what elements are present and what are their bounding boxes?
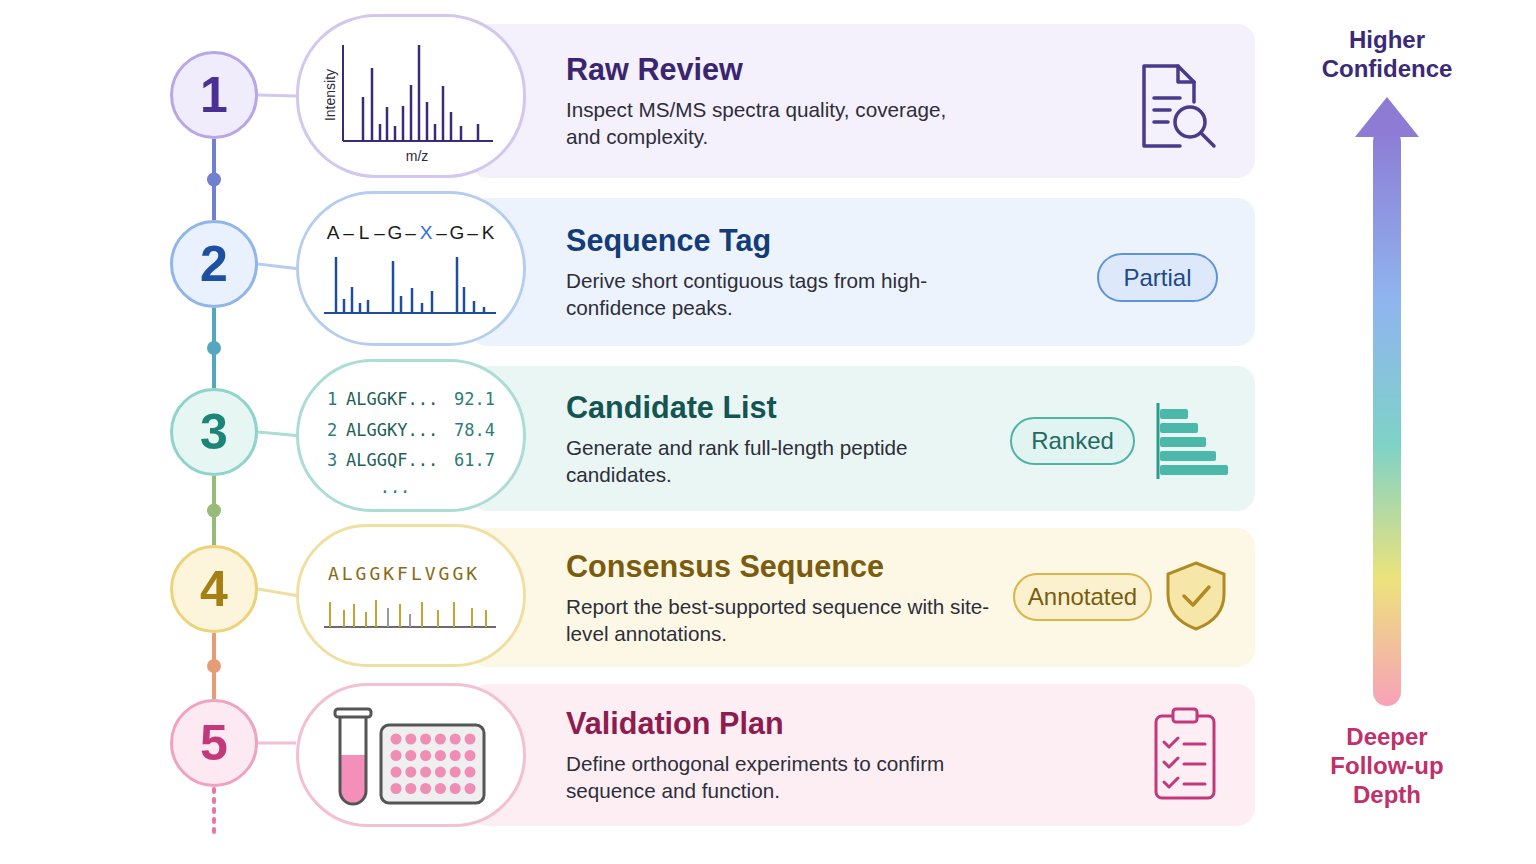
axis-label: Higher Confidence — [1307, 25, 1467, 83]
confidence-arrow — [1355, 97, 1419, 706]
illustration-text: m/z — [406, 149, 429, 163]
card-text: Validation PlanDefine orthogonal experim… — [566, 684, 986, 826]
step-number: 3 — [170, 388, 258, 476]
illustration-text: – — [436, 223, 447, 242]
illustration-text: ... — [380, 479, 411, 496]
illustration-text: 1 — [327, 391, 337, 408]
step-number: 2 — [170, 220, 258, 308]
connector-dot — [207, 504, 221, 518]
illustration-text: 92.1 — [454, 391, 495, 408]
step-number-text: 4 — [200, 560, 228, 618]
card-text: Consensus SequenceReport the best-suppor… — [566, 528, 996, 667]
illustration-text: – — [374, 223, 385, 242]
illustration-text: G — [450, 223, 465, 242]
card-text: Raw ReviewInspect MS/MS spectra quality,… — [566, 24, 986, 178]
step-title: Raw Review — [566, 51, 986, 88]
connector-dot — [207, 659, 221, 673]
step-connector — [258, 264, 296, 269]
illustration-text: – — [467, 223, 478, 242]
illustration-text: ALGGKY... — [346, 421, 438, 438]
badge-text: Annotated — [1028, 583, 1137, 611]
step-number-text: 5 — [200, 714, 228, 772]
badge-text: Ranked — [1031, 427, 1114, 455]
spectrum-illustration — [296, 524, 526, 667]
connector-dot — [207, 173, 221, 187]
illustration-text: 2 — [327, 421, 337, 438]
step-card: Sequence TagDerive short contiguous tags… — [470, 198, 1255, 346]
illustration-text: ALGGQF... — [346, 452, 438, 469]
step-title: Validation Plan — [566, 705, 986, 742]
illustration-panel: 1 ALGGKF... 92.1 2 ALGGKY... 78.4 3 ALGGQF... 61… — [296, 359, 526, 512]
row-connector — [258, 742, 296, 745]
illustration-text: Intensity — [323, 69, 337, 121]
step-icon — [1164, 560, 1228, 632]
step-description: Define orthogonal experiments to confirm… — [566, 750, 986, 805]
step-description: Inspect MS/MS spectra quality, coverage,… — [566, 96, 986, 151]
illustration-text: G — [388, 223, 403, 242]
step-icon — [1140, 62, 1220, 154]
illustration-text: – — [405, 223, 416, 242]
illustration-text: 3 — [327, 452, 337, 469]
step-number-text: 2 — [200, 235, 228, 293]
card-text: Candidate ListGenerate and rank full-len… — [566, 366, 966, 511]
connector-dot — [207, 341, 221, 355]
illustration-text: K — [482, 223, 495, 242]
illustration-text: – — [343, 223, 354, 242]
step-card: Candidate ListGenerate and rank full-len… — [470, 366, 1255, 511]
step-card: Consensus SequenceReport the best-suppor… — [470, 528, 1255, 667]
continuation-line — [212, 789, 216, 836]
illustration-text: ALGGKFLVGGK — [328, 565, 480, 583]
step-title: Consensus Sequence — [566, 548, 996, 585]
step-icon — [1155, 403, 1231, 481]
step-title: Sequence Tag — [566, 222, 936, 259]
step-number: 1 — [170, 51, 258, 139]
step-number-text: 1 — [200, 66, 228, 124]
illustration-text: 78.4 — [454, 421, 495, 438]
illustration-text: L — [359, 223, 370, 242]
step-icon — [1152, 706, 1220, 802]
step-title: Candidate List — [566, 389, 966, 426]
status-badge: Annotated — [1013, 573, 1152, 621]
step-connector — [258, 589, 296, 596]
step-number: 4 — [170, 545, 258, 633]
status-badge: Partial — [1097, 253, 1218, 302]
illustration-text: X — [420, 223, 433, 242]
axis-label: Deeper Follow-up Depth — [1317, 722, 1457, 809]
validation-illustration — [296, 683, 526, 827]
step-card: Raw ReviewInspect MS/MS spectra quality,… — [470, 24, 1255, 178]
lab-illustration — [296, 683, 526, 827]
step-description: Generate and rank full-length peptide ca… — [566, 434, 966, 489]
step-number: 5 — [170, 699, 258, 787]
step-connector — [258, 432, 296, 436]
card-text: Sequence TagDerive short contiguous tags… — [566, 198, 936, 346]
illustration-text: A — [327, 223, 340, 242]
status-badge: Ranked — [1010, 417, 1135, 465]
badge-text: Partial — [1123, 264, 1191, 292]
illustration-text: 61.7 — [454, 452, 495, 469]
step-description: Report the best-supported sequence with … — [566, 593, 996, 648]
step-number-text: 3 — [200, 403, 228, 461]
spectrum-illustration — [296, 191, 526, 346]
step-card: Validation PlanDefine orthogonal experim… — [470, 684, 1255, 826]
illustration-panel: Intensity m/z — [296, 14, 526, 178]
step-connector — [258, 95, 296, 96]
illustration-text: ALGGKF... — [346, 391, 438, 408]
illustration-panel: A–L–G–X–G–K — [296, 191, 526, 346]
step-description: Derive short contiguous tags from high-c… — [566, 267, 936, 322]
illustration-panel: ALGGKFLVGGK — [296, 524, 526, 667]
